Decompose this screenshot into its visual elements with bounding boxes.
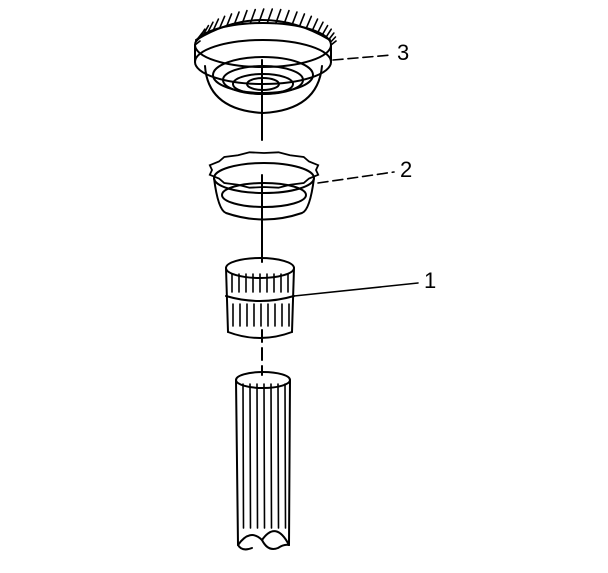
splined-shaft-icon	[235, 371, 291, 551]
shaft-spline	[284, 383, 287, 529]
gear-tooth	[298, 13, 306, 28]
leader-lines	[293, 54, 419, 297]
synchronizer-ring-icon	[208, 151, 320, 221]
shaft-spline	[277, 383, 280, 529]
gear-tooth	[321, 24, 329, 36]
gear-tooth	[305, 15, 313, 29]
gear-icon	[194, 8, 337, 115]
shaft-spline	[270, 383, 273, 529]
gear-tooth	[266, 8, 274, 24]
gear-tooth	[329, 36, 337, 44]
needle-bearing-icon	[225, 257, 295, 339]
gear-tooth	[233, 11, 240, 26]
shaft-spline	[242, 383, 245, 529]
gear-tooth	[311, 18, 319, 31]
shaft-spline	[249, 383, 252, 529]
gear-tooth	[218, 15, 226, 29]
callout-2: 2	[400, 157, 413, 182]
gear-tooth	[249, 8, 257, 25]
callout-1: 1	[424, 268, 437, 293]
gear-tooth	[274, 8, 282, 25]
gear-tooth	[328, 32, 335, 41]
gear-tooth	[241, 9, 248, 25]
gear-tooth	[291, 11, 298, 26]
gear-tooth	[283, 9, 290, 25]
gear-tooth	[317, 21, 324, 33]
gear-tooth	[225, 13, 233, 28]
gear-tooth	[212, 18, 220, 31]
gear-tooth	[207, 21, 214, 33]
shaft-spline	[256, 383, 259, 529]
shaft-spline	[263, 383, 266, 529]
gear-tooth	[257, 8, 265, 24]
gear-tooth	[325, 28, 333, 38]
callout-3: 3	[397, 40, 410, 65]
